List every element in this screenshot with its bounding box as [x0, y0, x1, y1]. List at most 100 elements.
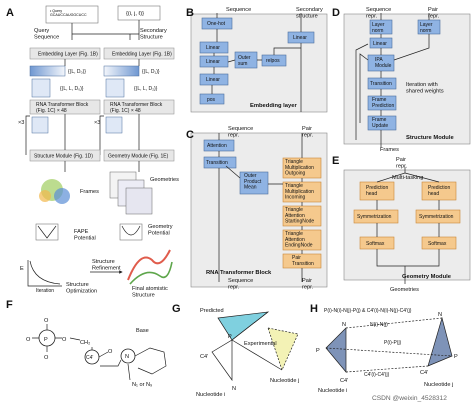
outer-product-mean-box: [239, 171, 269, 195]
g-p: P: [228, 334, 232, 340]
panel-d-arrows: [355, 13, 430, 148]
g-experimental: Experimental: [244, 341, 277, 347]
frame-prediction-box: [367, 95, 397, 111]
geometry-potential-plot: [119, 223, 143, 241]
panel-g: G Predicted Experimental P C4' N Nucleot…: [172, 303, 299, 398]
recycle-loops: [25, 115, 104, 155]
frames-molecule-image: [39, 179, 70, 204]
multi-tasking-label: Multi-tasking: [392, 175, 423, 181]
pair-feature-left: [31, 78, 51, 98]
linear-4-label: Linear: [293, 35, 307, 41]
geometries-maps-image: [109, 171, 153, 215]
h-c4-right: C4': [420, 370, 428, 376]
fape-curve: [37, 225, 57, 239]
linear-1-label: Linear: [206, 45, 220, 51]
watermark: CSDN @weixin_4528312: [372, 395, 447, 402]
nucleotide-i-triangle: [211, 339, 233, 382]
pair-feature-right-2: [105, 116, 123, 134]
embedding-layer-1-label: Embedding Layer (Fig. 1B): [38, 52, 98, 58]
h-dashed-links: [325, 317, 453, 373]
geometries-label: Geometries: [150, 177, 179, 183]
pair-feature-left-2: [31, 116, 49, 134]
h-n-n: N(i)-N(j): [370, 322, 388, 328]
f-n1-n9: N₁ or N₉: [132, 382, 152, 388]
x3-right: ×3: [94, 120, 100, 126]
f-bonds: [32, 324, 167, 381]
rna-block-1-label: RNA Transformer Block(Fig. 1C) × 48: [36, 102, 89, 114]
feat-right-2: {(L, L, D₂)}: [134, 86, 158, 92]
structure-module-panel: [343, 13, 471, 145]
h-c4-left: C4': [340, 378, 348, 384]
linear-3-label: Linear: [206, 77, 220, 83]
feat-left-2: {(L, L, D₀)}: [60, 86, 84, 92]
embedding-layer-title: Embedding layer: [250, 103, 297, 109]
panel-a-arrows: [64, 59, 140, 172]
fape-potential-plot: [35, 223, 59, 241]
h-p-left: P: [316, 348, 320, 354]
g-predicted: Predicted: [200, 308, 224, 314]
softmax-2-label: Softmax: [428, 241, 447, 247]
panel-e-label: E: [332, 155, 339, 167]
panel-f: F P O O O O CH₂ C4' O N Base N₁ or N₉: [6, 299, 167, 388]
symmetrization-2-box: [415, 209, 461, 224]
h-n-right: N: [438, 312, 442, 318]
rna-block-2-label: RNA Transformer Block(Fig. 1C) × 48: [110, 102, 163, 114]
panel-a-label: A: [6, 7, 14, 19]
symmetrization-1-box: [353, 209, 399, 224]
geometry-module-title: Geometry Module: [402, 274, 452, 280]
panel-h-label: H: [310, 303, 318, 315]
frame-update-box: [367, 115, 397, 131]
h-p-right: P: [454, 354, 458, 360]
final-structure-image: [127, 249, 173, 285]
geometry-curve: [121, 225, 141, 236]
h-p-p: P(i)-P(j): [384, 340, 402, 346]
relpos-label: relpos: [266, 58, 280, 64]
panel-f-label: F: [6, 299, 13, 311]
h-nucleotide-i: Nucleotide i: [318, 388, 347, 394]
f-o-bottom: O: [44, 355, 49, 361]
h-top-formula: P(i)-N(i)-N(j)-P(j) & C4'(i)-N(i)-N(j)-C…: [324, 308, 412, 314]
predicted-triangle: [217, 311, 270, 341]
panel-c-label: C: [186, 129, 194, 141]
panel-b-label: B: [186, 7, 194, 19]
f-base: Base: [136, 328, 149, 334]
panel-b-arrows: [211, 13, 302, 112]
g-nucleotide-i: Nucleotide i: [196, 392, 225, 398]
e-axis-label: E: [20, 266, 24, 272]
symmetrization-2-label: Symmetrization: [419, 214, 454, 220]
experimental-triangle: [267, 327, 299, 371]
h-left-triangle: [325, 327, 347, 373]
f-o-ring: O: [108, 349, 113, 355]
f-p: P: [44, 337, 48, 343]
h-c4-c4: C4'(i)-C4'(j): [364, 372, 390, 378]
feat-left-1: {(L, D₀)}: [68, 69, 86, 75]
f-o-left: O: [26, 337, 31, 343]
transition-label-d: Transition: [370, 81, 392, 87]
energy-curve: [29, 260, 61, 285]
softmax-1-label: Softmax: [366, 241, 385, 247]
pos-label: pos: [207, 97, 216, 103]
h-n-left: N: [342, 322, 346, 328]
rna-transformer-title: RNA Transformer Block: [206, 270, 272, 276]
transition-box-c: [203, 156, 237, 169]
panel-g-label: G: [172, 303, 181, 315]
